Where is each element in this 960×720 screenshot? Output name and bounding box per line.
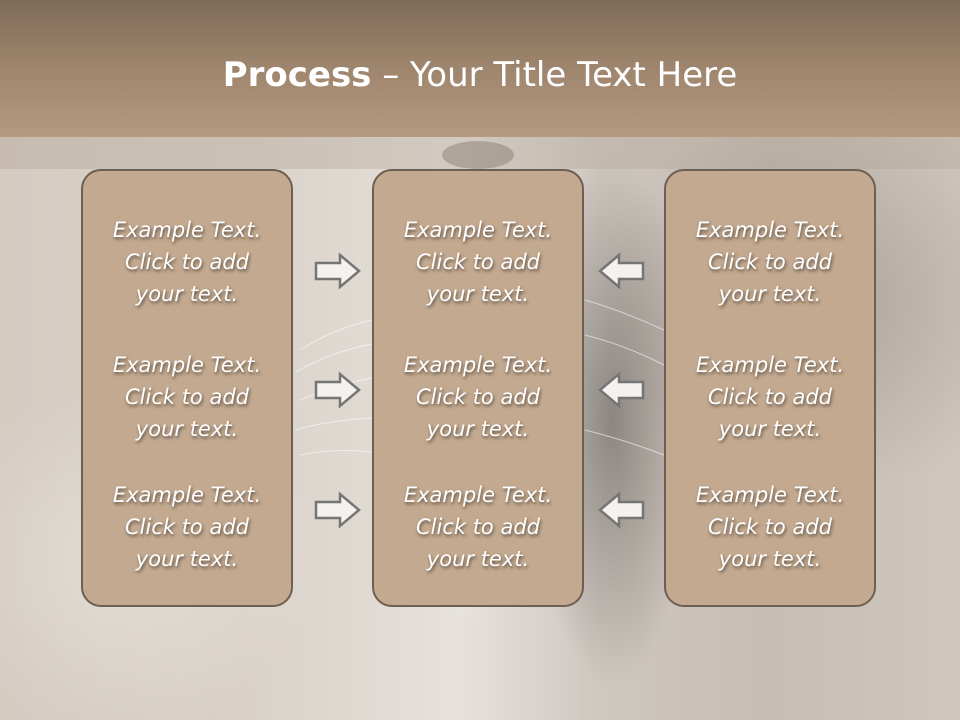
text-line: Example Text. bbox=[403, 218, 553, 242]
right-arrow-icon[interactable] bbox=[314, 491, 362, 529]
text-line: Example Text. bbox=[112, 483, 262, 507]
text-block[interactable]: Example Text. Click to add your text. bbox=[374, 479, 582, 575]
text-block[interactable]: Example Text. Click to add your text. bbox=[83, 214, 291, 310]
text-block[interactable]: Example Text. Click to add your text. bbox=[666, 349, 874, 445]
text-line: your text. bbox=[426, 417, 530, 441]
text-line: Click to add bbox=[707, 515, 832, 539]
process-box-right[interactable]: Example Text. Click to add your text. Ex… bbox=[664, 169, 876, 607]
text-block[interactable]: Example Text. Click to add your text. bbox=[374, 349, 582, 445]
right-arrow-icon[interactable] bbox=[314, 252, 362, 290]
text-line: your text. bbox=[426, 282, 530, 306]
text-line: Click to add bbox=[707, 385, 832, 409]
process-box-left[interactable]: Example Text. Click to add your text. Ex… bbox=[81, 169, 293, 607]
text-line: your text. bbox=[426, 547, 530, 571]
title-bold-text: Process bbox=[222, 55, 372, 95]
text-line: your text. bbox=[135, 547, 239, 571]
text-line: Click to add bbox=[124, 515, 249, 539]
text-line: Click to add bbox=[124, 250, 249, 274]
text-line: Example Text. bbox=[695, 483, 845, 507]
text-line: Click to add bbox=[707, 250, 832, 274]
text-line: your text. bbox=[135, 282, 239, 306]
text-line: Example Text. bbox=[403, 483, 553, 507]
text-line: your text. bbox=[718, 282, 822, 306]
left-arrow-icon[interactable] bbox=[597, 252, 645, 290]
text-line: Click to add bbox=[415, 515, 540, 539]
left-arrow-icon[interactable] bbox=[597, 491, 645, 529]
text-line: Click to add bbox=[415, 250, 540, 274]
text-block[interactable]: Example Text. Click to add your text. bbox=[666, 214, 874, 310]
text-line: Example Text. bbox=[695, 218, 845, 242]
right-arrow-icon[interactable] bbox=[314, 371, 362, 409]
text-line: Click to add bbox=[415, 385, 540, 409]
text-line: your text. bbox=[135, 417, 239, 441]
title-strip bbox=[0, 137, 960, 169]
text-block[interactable]: Example Text. Click to add your text. bbox=[83, 479, 291, 575]
text-block[interactable]: Example Text. Click to add your text. bbox=[83, 349, 291, 445]
text-line: Example Text. bbox=[112, 218, 262, 242]
text-line: Click to add bbox=[124, 385, 249, 409]
text-line: Example Text. bbox=[403, 353, 553, 377]
left-arrow-icon[interactable] bbox=[597, 371, 645, 409]
text-block[interactable]: Example Text. Click to add your text. bbox=[374, 214, 582, 310]
text-line: your text. bbox=[718, 417, 822, 441]
text-block[interactable]: Example Text. Click to add your text. bbox=[666, 479, 874, 575]
text-line: Example Text. bbox=[112, 353, 262, 377]
title-rest-text: – Your Title Text Here bbox=[371, 55, 738, 95]
process-box-middle[interactable]: Example Text. Click to add your text. Ex… bbox=[372, 169, 584, 607]
text-line: your text. bbox=[718, 547, 822, 571]
header-band bbox=[0, 0, 960, 137]
slide-title[interactable]: Process – Your Title Text Here bbox=[0, 52, 960, 98]
text-line: Example Text. bbox=[695, 353, 845, 377]
